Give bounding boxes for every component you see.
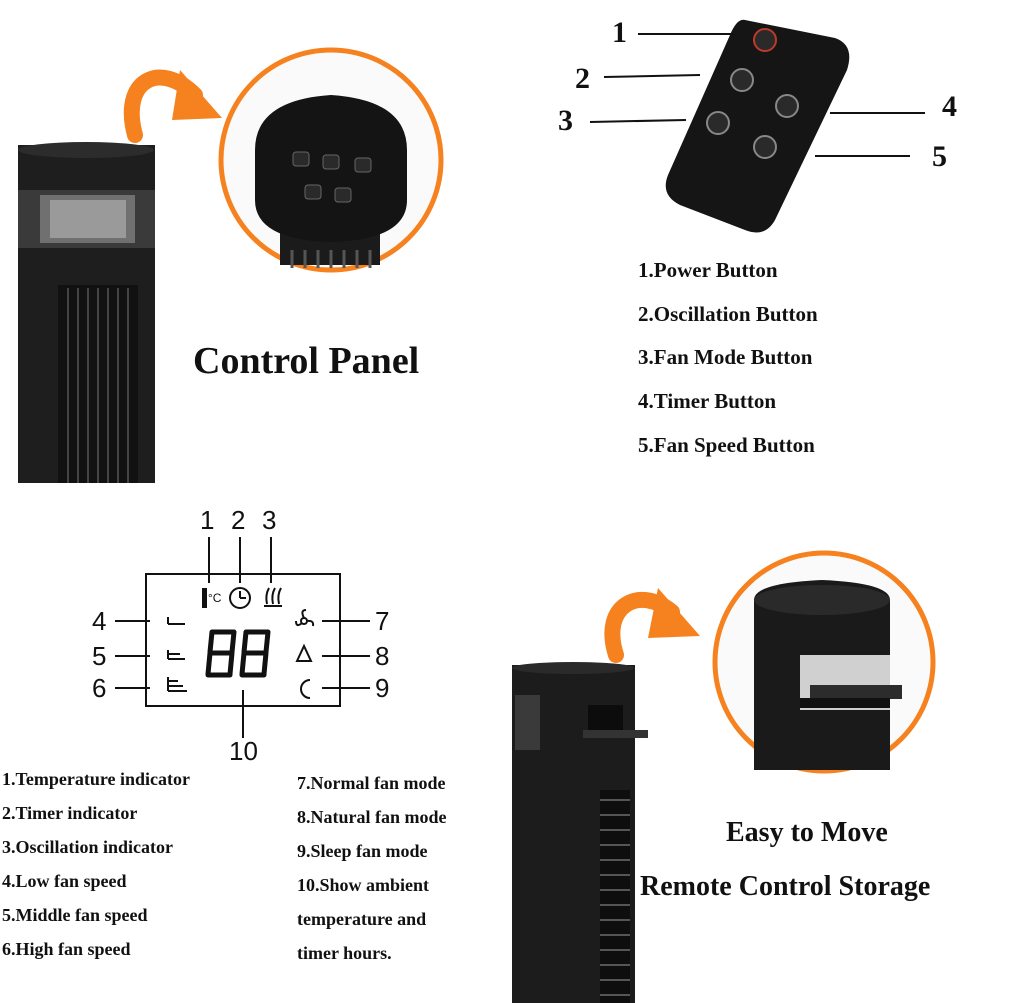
temp-unit-label: °C [208,591,222,605]
remote-legend-item: 3.Fan Mode Button [638,345,813,369]
control-panel-title: Control Panel [193,340,420,382]
remote-callout-2: 2 [575,62,590,95]
display-callout-3: 3 [262,505,277,535]
display-legend-item: 4.Low fan speed [2,871,127,891]
display-legend-item: 8.Natural fan mode [297,807,447,827]
display-callout-5: 5 [92,641,107,671]
display-legend-item: 6.High fan speed [2,939,131,959]
remote-callout-5: 5 [932,140,947,173]
display-legend-item: 9.Sleep fan mode [297,841,428,861]
display-legend-item: timer hours. [297,943,392,963]
display-callout-8: 8 [375,641,390,671]
remote-legend-item: 4.Timer Button [638,389,777,413]
control-panel-zoom-circle [218,47,444,273]
tower-fan-bottom-image [512,662,648,1003]
remote-callout-1: 1 [612,16,627,49]
tower-fan-top-image [18,142,155,483]
lcd-display-diagram [115,537,370,738]
remote-control-image [665,19,850,233]
storage-line-2: Remote Control Storage [640,871,931,902]
display-callout-6: 6 [92,673,107,703]
remote-callout-3: 3 [558,104,573,137]
display-callout-2: 2 [231,505,246,535]
storage-zoom-circle [712,550,936,774]
display-legend-item: 1.Temperature indicator [2,769,190,789]
display-legend-item: 3.Oscillation indicator [2,837,173,857]
display-callout-9: 9 [375,673,390,703]
display-legend-item: 7.Normal fan mode [297,773,446,793]
display-legend-item: 2.Timer indicator [2,803,138,823]
display-callout-1: 1 [200,505,215,535]
orange-arrow-icon-2 [604,588,700,663]
display-callout-7: 7 [375,606,390,636]
orange-arrow-icon [123,69,222,143]
display-callout-4: 4 [92,606,107,636]
display-legend-item: temperature and [297,909,427,929]
remote-callout-lines [589,33,925,157]
remote-callout-4: 4 [942,90,957,123]
display-callout-10: 10 [229,736,258,766]
display-legend-item: 5.Middle fan speed [2,905,148,925]
remote-legend-item: 1.Power Button [638,258,778,282]
remote-legend-item: 2.Oscillation Button [638,302,818,326]
display-legend-item: 10.Show ambient [297,875,430,895]
remote-legend-item: 5.Fan Speed Button [638,433,815,457]
storage-line-1: Easy to Move [726,817,888,848]
